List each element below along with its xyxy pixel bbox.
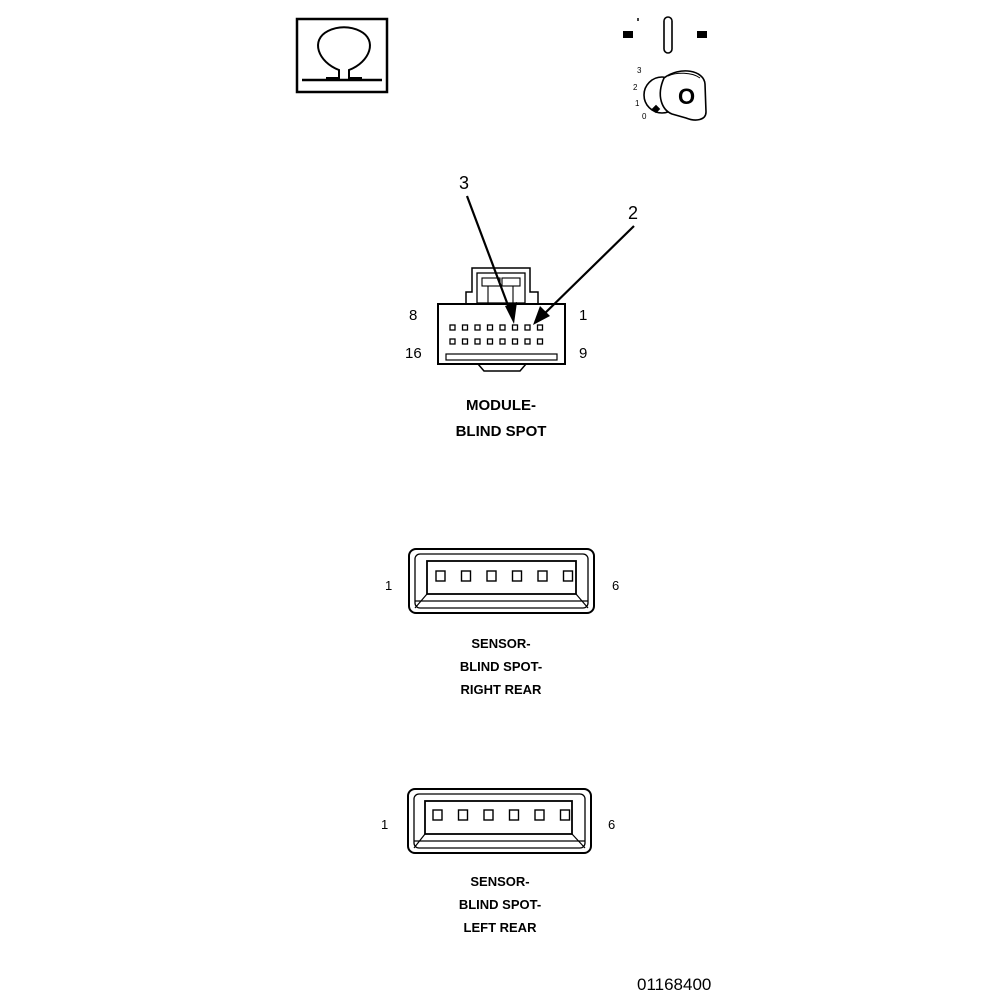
sensor-left-pin-cavity xyxy=(508,809,520,821)
sensor-right-pin-cavity xyxy=(486,570,497,582)
module-title: MODULE- BLIND SPOT xyxy=(421,393,581,445)
module-pin-cavity xyxy=(461,324,469,331)
ohm-icon xyxy=(295,17,389,94)
sensor-left-pin-cavity xyxy=(534,809,545,821)
module-pin-cavity xyxy=(486,324,494,331)
module-connector xyxy=(437,267,566,372)
sensor-left-pin-label-1: 1 xyxy=(381,817,389,832)
sensor-left-title-line2: BLIND SPOT- xyxy=(458,897,542,912)
callout-3: 3 xyxy=(459,173,470,193)
sensor-left-pin-cavity xyxy=(457,809,469,821)
sensor-left-title: SENSOR- BLIND SPOT- LEFT REAR xyxy=(430,870,570,939)
sensor-left-pin-cavity xyxy=(432,809,443,821)
module-title-line1: MODULE- xyxy=(466,397,536,414)
sensor-right-pin-cavity xyxy=(435,570,446,582)
module-pin-cavity xyxy=(524,338,531,345)
module-pin-cavity xyxy=(474,338,481,345)
sensor-right-pin-label-1: 1 xyxy=(385,578,393,593)
ignition-position-0: 0 xyxy=(642,112,647,121)
figure-number: 01168400 xyxy=(637,975,712,994)
sensor-right-title-line3: RIGHT REAR xyxy=(460,682,542,697)
sensor-right-title: SENSOR- BLIND SPOT- RIGHT REAR xyxy=(431,632,571,701)
module-pin-cavity xyxy=(524,324,531,331)
sensor-right-pin-cavity xyxy=(460,570,472,582)
module-pin-label-1: 1 xyxy=(579,307,588,324)
module-pin-cavity xyxy=(499,338,506,345)
sensor-right-rear-connector xyxy=(408,548,595,614)
module-pin-label-8: 8 xyxy=(409,307,418,324)
sensor-right-title-line1: SENSOR- xyxy=(471,636,531,651)
callout-2: 2 xyxy=(628,203,639,223)
ignition-key-icon xyxy=(623,16,707,121)
module-pin-cavity xyxy=(511,324,519,331)
sensor-left-title-line3: LEFT REAR xyxy=(463,920,537,935)
ignition-position-2: 2 xyxy=(633,83,638,92)
module-pin-cavity xyxy=(486,338,494,345)
callout-arrows xyxy=(465,195,635,325)
module-pin-label-9: 9 xyxy=(579,345,588,362)
sensor-left-pin-cavity xyxy=(483,809,494,821)
ignition-position-3: 3 xyxy=(637,66,642,75)
ignition-position-1: 1 xyxy=(635,99,640,108)
sensor-right-title-line2: BLIND SPOT- xyxy=(459,659,543,674)
module-title-line2: BLIND SPOT xyxy=(455,423,547,440)
module-pin-label-16: 16 xyxy=(405,345,422,362)
module-pin-cavity xyxy=(449,324,456,331)
sensor-right-pin-cavity xyxy=(537,570,548,582)
module-pin-cavity xyxy=(536,338,544,345)
module-pin-cavity xyxy=(449,338,456,345)
module-pin-cavity xyxy=(474,324,481,331)
ignition-key-label: O xyxy=(678,84,696,109)
sensor-left-pin-label-6: 6 xyxy=(608,817,616,832)
sensor-left-title-line1: SENSOR- xyxy=(470,874,530,889)
sensor-left-pin-cavity xyxy=(559,809,571,821)
module-pin-cavity xyxy=(511,338,519,345)
module-pin-cavity xyxy=(499,324,506,331)
sensor-right-pin-cavity xyxy=(511,570,523,582)
module-pin-cavity xyxy=(461,338,469,345)
module-pin-cavity xyxy=(536,324,544,331)
sensor-right-pin-cavity xyxy=(562,570,574,582)
sensor-right-pin-label-6: 6 xyxy=(612,578,620,593)
sensor-left-rear-connector xyxy=(407,788,592,854)
